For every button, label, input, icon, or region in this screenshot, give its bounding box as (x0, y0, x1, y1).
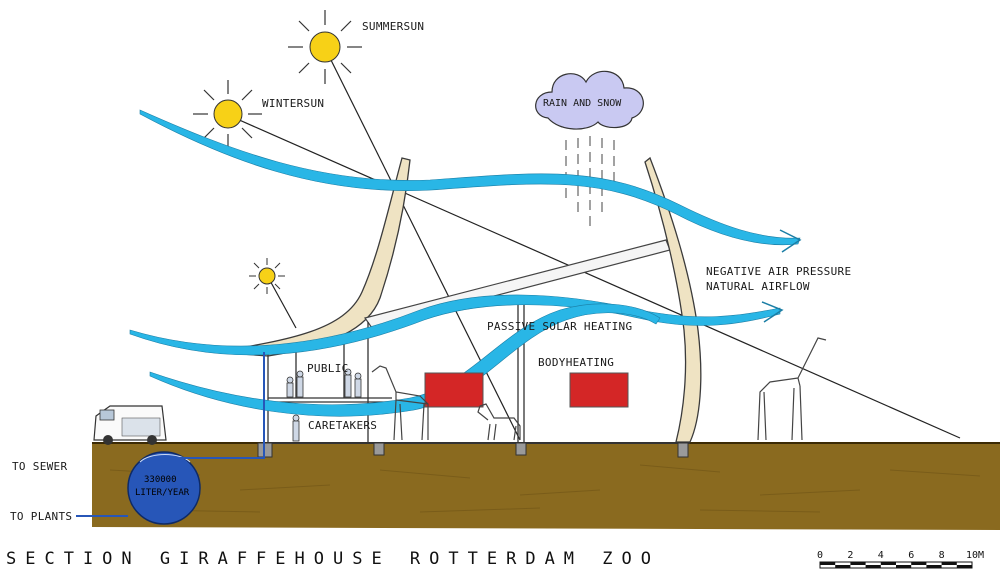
giraffe-outside (757, 337, 827, 441)
scale-tick-label: 8 (939, 550, 945, 561)
public-label: PUBLIC (307, 362, 349, 375)
building-structure (263, 302, 690, 444)
drainage-pipes (76, 352, 265, 517)
scale-tick-label: 6 (908, 550, 914, 561)
passive-solar-label: PASSIVE SOLAR HEATING (487, 320, 632, 333)
airflow-arrowheads (761, 229, 802, 323)
negative-pressure-label: NEGATIVE AIR PRESSURE (706, 265, 851, 278)
scale-tick-labels: 0 2 4 6 8 10M (817, 550, 984, 561)
to-plants-label: TO PLANTS (10, 510, 72, 523)
giraffe-inside-right (477, 403, 521, 441)
summer-sun-label: SUMMERSUN (362, 20, 424, 33)
heater-right (569, 372, 629, 408)
winter-sun-icon (193, 80, 262, 150)
ground (92, 443, 1000, 530)
people-public (286, 368, 362, 442)
diagram-title: SECTION GIRAFFEHOUSE ROTTERDAM ZOO (6, 549, 660, 569)
scale-bar (819, 561, 973, 569)
van-icon (93, 405, 167, 445)
giraffe-inside-left (371, 365, 429, 441)
tank-volume-label: 330000 (144, 475, 177, 485)
body-heating-label: BODYHEATING (538, 356, 614, 369)
sunlight-lines (227, 47, 961, 441)
summer-sun-icon (288, 10, 362, 84)
rain-cloud-icon (535, 70, 644, 130)
small-sun-icon (249, 258, 285, 294)
caretakers-label: CARETAKERS (308, 419, 377, 432)
scale-tick-label: 10M (966, 550, 984, 561)
scale-tick-label: 4 (878, 550, 884, 561)
roof (214, 157, 411, 357)
scale-tick-label: 2 (847, 550, 853, 561)
natural-airflow-label: NATURAL AIRFLOW (706, 280, 810, 293)
water-tank (127, 451, 201, 525)
rain-label: RAIN AND SNOW (543, 98, 622, 109)
scale-tick-label: 0 (817, 550, 823, 561)
tank-rate-label: LITER/YEAR (135, 488, 190, 498)
winter-sun-label: WINTERSUN (262, 97, 324, 110)
to-sewer-label: TO SEWER (12, 460, 67, 473)
heater-left (424, 372, 484, 408)
